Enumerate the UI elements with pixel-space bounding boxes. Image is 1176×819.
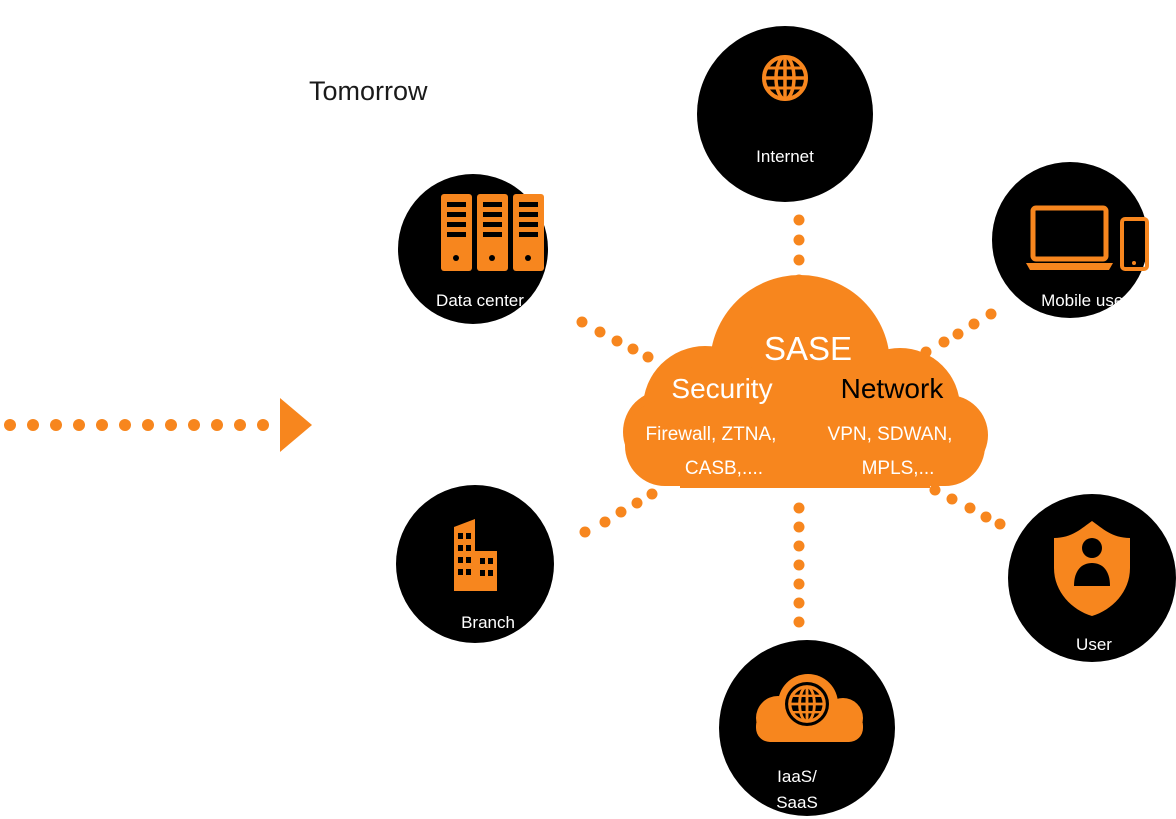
node-user-label: User [1076,635,1112,654]
node-user: User [1008,494,1176,662]
network-items-line1: VPN, SDWAN, [828,424,953,445]
sase-cloud: SASE Security Network Firewall, ZTNA, CA… [623,275,988,488]
network-label: Network [841,373,945,404]
security-items-line2: CASB,.... [685,458,763,479]
server-rack-icon [441,194,544,271]
node-internet: Internet [697,26,873,202]
node-data-center-label: Data center [436,291,524,310]
heading-tomorrow: Tomorrow [309,76,428,106]
arrow-head [280,398,312,452]
cloud-globe-icon [756,674,863,742]
node-branch-label: Branch [461,613,515,632]
security-items-line1: Firewall, ZTNA, [646,424,777,445]
building-icon [454,519,497,591]
globe-icon [762,55,808,101]
network-items-line2: MPLS,... [862,458,935,479]
security-label: Security [671,373,772,404]
node-data-center: Data center [398,174,548,324]
laptop-phone-icon [1026,205,1149,271]
sase-title: SASE [764,330,852,367]
left-arrow [4,398,312,452]
node-mobile-user-label: Mobile user [1041,291,1129,310]
node-iaas-saas: IaaS/ SaaS [719,640,895,816]
user-shield-icon [1054,521,1130,616]
node-branch: Branch [396,485,554,643]
node-mobile-user: Mobile user [992,162,1149,318]
node-internet-label: Internet [756,147,814,166]
node-iaas-label-line2: SaaS [776,793,818,812]
node-iaas-label-line1: IaaS/ [777,767,817,786]
